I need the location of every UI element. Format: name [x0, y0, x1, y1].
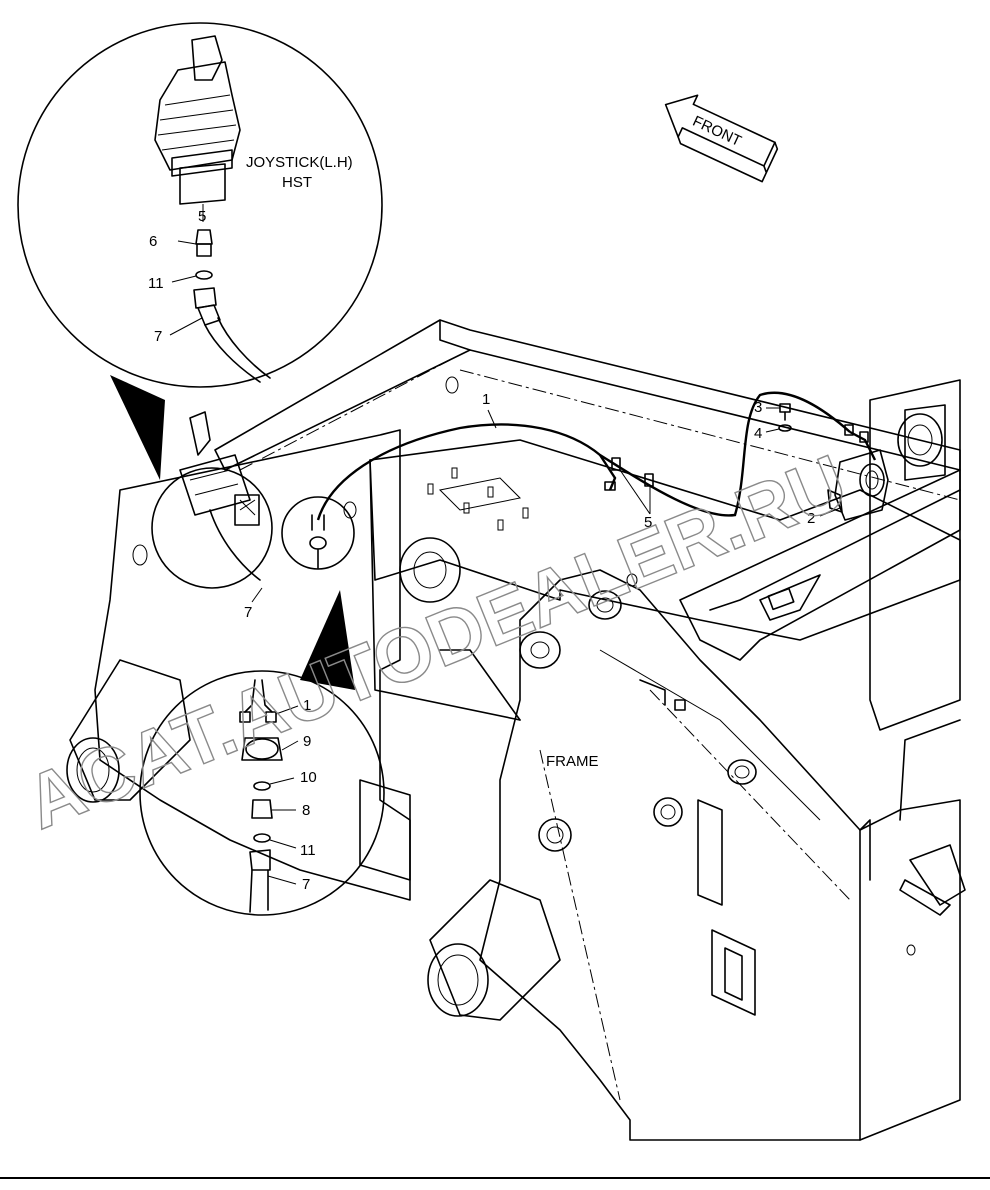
- sensor-detail: [139, 590, 385, 916]
- sensor-location-detail: [281, 496, 355, 570]
- labels: FRAME JOYSTICK(L.H) HST 1 2 3 4 5 7 5 6 …: [148, 154, 841, 893]
- callout-top-7: 7: [154, 328, 162, 345]
- callout-bot-9: 9: [303, 733, 311, 750]
- machine-frame: [66, 319, 966, 1141]
- frame-label: FRAME: [546, 753, 599, 770]
- joystick-base-detail: [151, 411, 273, 589]
- joystick-detail: [17, 22, 383, 480]
- watermark: ACAT.AUTODEALER.RU: [15, 439, 859, 846]
- bolt: [778, 403, 792, 432]
- callout-3: 3: [754, 399, 762, 416]
- joystick-label: JOYSTICK(L.H): [246, 154, 353, 171]
- callout-bot-10: 10: [300, 769, 317, 786]
- front-arrow: FRONT: [664, 94, 779, 183]
- callout-bot-7: 7: [302, 876, 310, 893]
- switch: [827, 449, 889, 521]
- callout-top-5: 5: [198, 208, 206, 225]
- callout-2: 2: [807, 510, 815, 527]
- callout-bot-11: 11: [300, 842, 316, 859]
- callout-4: 4: [754, 425, 762, 442]
- hst-label: HST: [282, 174, 312, 191]
- callout-top-6: 6: [149, 233, 157, 250]
- callout-1: 1: [482, 391, 490, 408]
- callout-5: 5: [644, 514, 652, 531]
- callout-bot-8: 8: [302, 802, 310, 819]
- callout-7: 7: [244, 604, 252, 621]
- callout-bot-1: 1: [303, 697, 311, 714]
- callout-top-11: 11: [148, 275, 164, 292]
